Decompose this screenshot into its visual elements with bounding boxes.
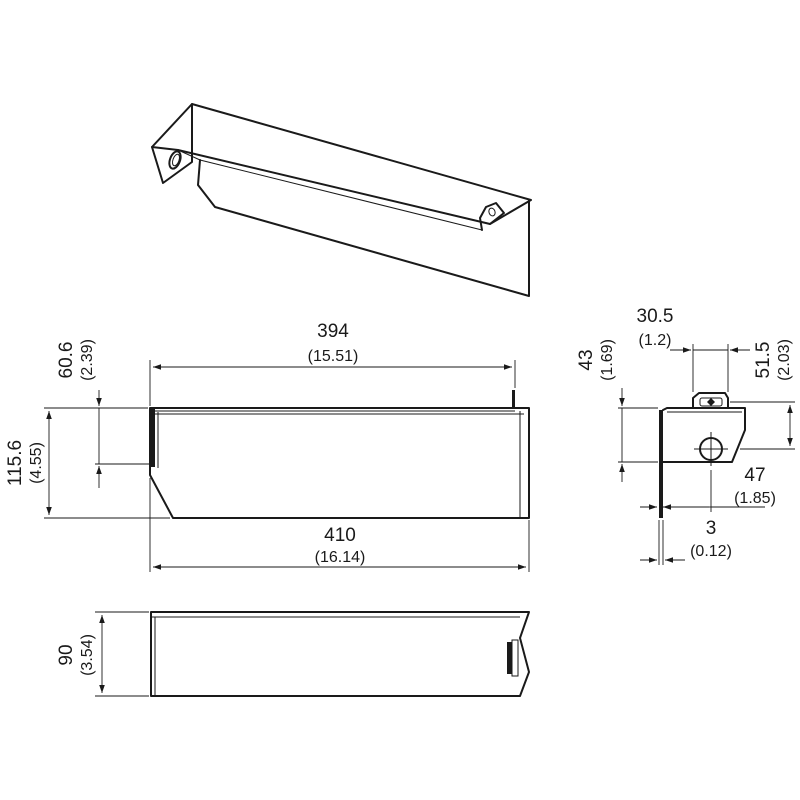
dim-60-6-value: 60.6 bbox=[56, 342, 77, 379]
dim-410-value: 410 bbox=[324, 525, 356, 546]
dim-43-value: 43 bbox=[576, 349, 597, 370]
dim-90-inch: (3.54) bbox=[79, 634, 96, 676]
dim-90-value: 90 bbox=[56, 644, 77, 665]
dimension-90: 90 (3.54) bbox=[56, 611, 149, 697]
dim-30-5-inch: (1.2) bbox=[639, 332, 672, 349]
isometric-view bbox=[151, 103, 532, 297]
dim-3-value: 3 bbox=[706, 518, 717, 539]
dim-30-5-value: 30.5 bbox=[637, 306, 674, 327]
dim-115-6-value: 115.6 bbox=[5, 440, 26, 486]
bottom-view bbox=[150, 611, 530, 697]
dim-47-inch: (1.85) bbox=[734, 490, 776, 507]
side-view bbox=[659, 392, 746, 518]
dim-47-value: 47 bbox=[744, 465, 765, 486]
dim-51-5-inch: (2.03) bbox=[776, 339, 793, 381]
dimension-47: 47 (1.85) bbox=[640, 465, 776, 512]
dimension-410: 410 (16.14) bbox=[149, 478, 530, 572]
dimension-115-6: 115.6 (4.55) bbox=[5, 407, 170, 519]
dim-410-inch: (16.14) bbox=[315, 549, 366, 566]
dimension-30-5: 30.5 (1.2) bbox=[637, 306, 750, 392]
front-view bbox=[149, 390, 530, 519]
dim-51-5-value: 51.5 bbox=[753, 342, 774, 379]
dimension-3: 3 (0.12) bbox=[640, 518, 732, 565]
dimension-43: 43 (1.69) bbox=[576, 339, 658, 482]
dim-394-value: 394 bbox=[317, 321, 349, 342]
dim-3-inch: (0.12) bbox=[690, 543, 732, 560]
dim-115-6-inch: (4.55) bbox=[28, 442, 45, 484]
dim-43-inch: (1.69) bbox=[599, 339, 616, 381]
dim-394-inch: (15.51) bbox=[308, 348, 359, 365]
dimension-60-6: 60.6 (2.39) bbox=[56, 339, 150, 488]
dim-60-6-inch: (2.39) bbox=[79, 339, 96, 381]
dimension-394: 394 (15.51) bbox=[149, 321, 516, 406]
dimension-51-5: 51.5 (2.03) bbox=[730, 339, 795, 450]
